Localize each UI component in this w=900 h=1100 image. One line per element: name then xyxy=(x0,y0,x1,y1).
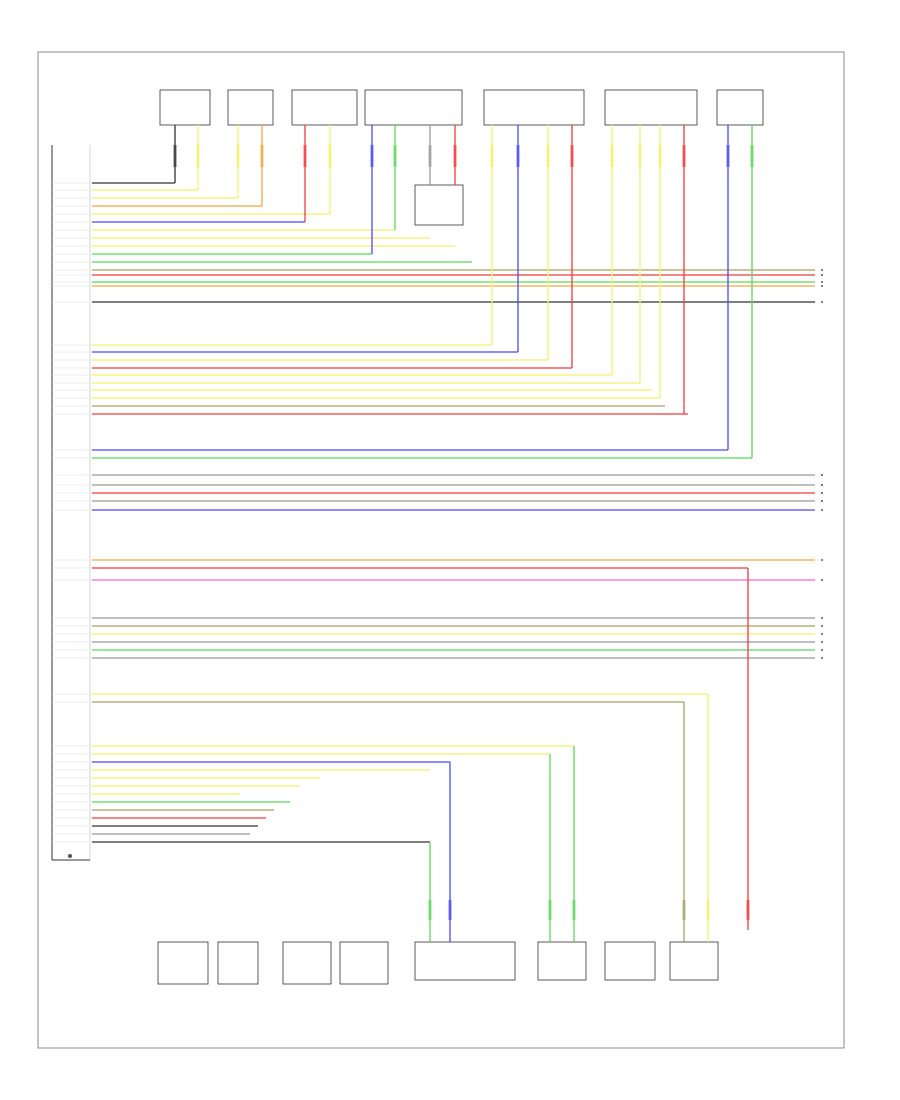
bottom-box-3 xyxy=(282,941,332,985)
component-box-7 xyxy=(716,89,764,126)
wire-terminal-39 xyxy=(821,641,823,643)
wire-terminal-30 xyxy=(821,492,823,494)
component-box-6 xyxy=(604,89,698,126)
wire-pin-marker-1 xyxy=(196,145,200,167)
component-box-1 xyxy=(159,89,211,126)
wire-pin-marker-12 xyxy=(546,145,550,167)
component-box-3 xyxy=(291,89,358,126)
wire-pin-marker-19 xyxy=(750,145,754,167)
wire-terminal-40 xyxy=(821,649,823,651)
wire-terminal-35 xyxy=(821,579,823,581)
wire-pin-marker-bottom-6 xyxy=(746,900,750,920)
wire-pin-marker-bottom-4 xyxy=(682,900,686,920)
bottom-box-7 xyxy=(604,941,656,981)
wire-terminal-14 xyxy=(821,285,823,287)
wire-terminal-13 xyxy=(821,281,823,283)
wire-terminal-38 xyxy=(821,633,823,635)
component-box-sensor xyxy=(414,184,464,226)
component-box-5 xyxy=(483,89,585,126)
bottom-box-8 xyxy=(669,941,719,981)
wire-pin-marker-0 xyxy=(173,145,177,167)
wire-pin-marker-4 xyxy=(303,145,307,167)
wire-pin-marker-bottom-0 xyxy=(428,900,432,920)
wire-terminal-29 xyxy=(821,484,823,486)
wire-terminal-12 xyxy=(821,274,823,276)
wires-layer xyxy=(52,182,823,843)
bottom-components xyxy=(157,941,719,985)
wire-terminal-37 xyxy=(821,625,823,627)
top-components xyxy=(159,89,764,226)
wire-pin-marker-13 xyxy=(570,145,574,167)
wire-pin-marker-18 xyxy=(726,145,730,167)
wire-pin-marker-17 xyxy=(682,145,686,167)
wire-pin-marker-14 xyxy=(610,145,614,167)
wire-terminal-11 xyxy=(821,269,823,271)
ground-symbol xyxy=(68,854,72,858)
wire-pin-marker-7 xyxy=(393,145,397,167)
wire-pin-marker-3 xyxy=(260,145,264,167)
bottom-box-4 xyxy=(339,941,389,985)
diagram-frame xyxy=(37,51,845,1049)
component-box-2 xyxy=(227,89,274,126)
wire-pin-marker-5 xyxy=(328,145,332,167)
wire-pin-marker-bottom-5 xyxy=(706,900,710,920)
wire-pin-marker-16 xyxy=(658,145,662,167)
wire-pin-marker-11 xyxy=(516,145,520,167)
wire-terminal-15 xyxy=(821,301,823,303)
wire-pin-marker-6 xyxy=(370,145,374,167)
wire-terminal-36 xyxy=(821,617,823,619)
wire-pin-marker-bottom-1 xyxy=(448,900,452,920)
wire-pin-marker-2 xyxy=(236,145,240,167)
verticals-layer xyxy=(173,125,754,942)
wire-pin-marker-10 xyxy=(490,145,494,167)
wire-terminal-31 xyxy=(821,500,823,502)
wire-pin-marker-bottom-2 xyxy=(548,900,552,920)
wire-terminal-32 xyxy=(821,509,823,511)
wire-pin-marker-9 xyxy=(453,145,457,167)
wire-pin-marker-15 xyxy=(638,145,642,167)
bottom-box-2 xyxy=(217,941,259,985)
component-box-4 xyxy=(364,89,463,126)
wire-terminal-28 xyxy=(821,474,823,476)
bottom-box-6 xyxy=(537,941,587,981)
wire-terminal-41 xyxy=(821,657,823,659)
bottom-box-1 xyxy=(157,941,209,985)
wire-pin-marker-8 xyxy=(428,145,432,167)
bottom-box-5 xyxy=(414,941,516,981)
wire-terminal-33 xyxy=(821,559,823,561)
wire-pin-marker-bottom-3 xyxy=(572,900,576,920)
